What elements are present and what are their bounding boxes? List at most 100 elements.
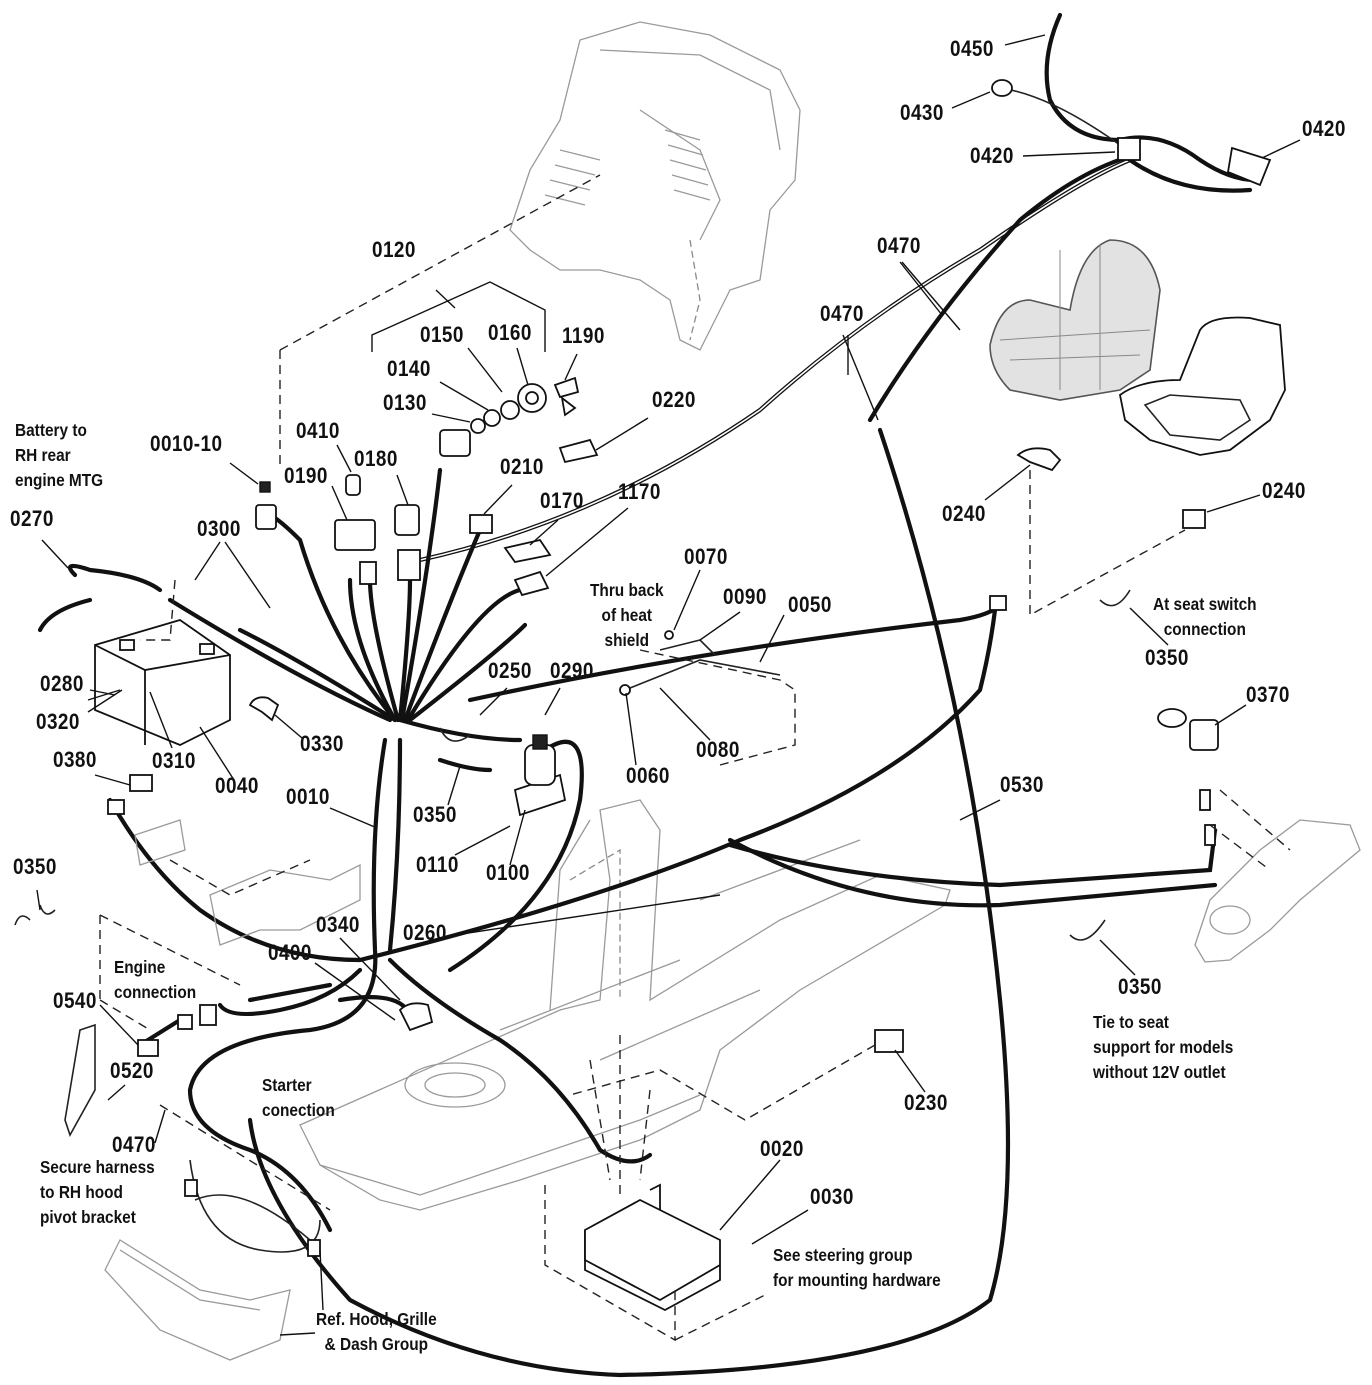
bracket-0120 [371, 281, 546, 352]
part-label-0350-d: 0350 [1118, 974, 1162, 999]
part-label-0470: 0470 [877, 233, 921, 258]
part-label-0340: 0340 [316, 912, 360, 937]
part-label-0060: 0060 [626, 763, 670, 788]
switch-0420b [1226, 146, 1272, 187]
note-heat-shield-line-3: shield [604, 630, 650, 650]
fender-pod-reference [1194, 819, 1361, 963]
switch-0210 [469, 514, 493, 534]
part-label-0430: 0430 [900, 100, 944, 125]
cover-0170 [503, 538, 552, 563]
connector-0010-10 [255, 504, 277, 530]
part-label-1190: 1190 [562, 323, 605, 348]
part-label-0350-b: 0350 [413, 802, 457, 827]
part-label-0010-10: 0010-10 [150, 431, 223, 456]
part-label-0080: 0080 [696, 737, 740, 762]
note-starter-line-2: conection [262, 1100, 335, 1120]
part-label-0250: 0250 [488, 658, 532, 683]
part-label-1170: 1170 [618, 479, 661, 504]
part-label-0180: 0180 [354, 446, 398, 471]
note-hood-grille-dash: Ref. Hood, Grille & Dash Group [316, 1307, 437, 1357]
seat-switch-0240a [1016, 447, 1062, 472]
part-label-0420: 0420 [1302, 116, 1346, 141]
note-seat-switch-line-1: At seat switch [1153, 594, 1257, 614]
part-label-0470-b: 0470 [820, 301, 864, 326]
part-label-0370: 0370 [1246, 682, 1290, 707]
headlight-plug-b [307, 1239, 321, 1257]
part-label-0300: 0300 [197, 516, 241, 541]
note-steering-group: See steering group for mounting hardware [773, 1243, 941, 1293]
part-label-0330: 0330 [300, 731, 344, 756]
switch-0420a [1117, 137, 1141, 161]
part-label-0240-b: 0240 [1262, 478, 1306, 503]
bracket-0520 [64, 1023, 96, 1137]
plug-0540 [137, 1039, 159, 1057]
note-hood-bracket: Secure harness to RH hood pivot bracket [40, 1155, 155, 1230]
part-label-0210: 0210 [500, 454, 544, 479]
cap-1170 [513, 570, 550, 597]
part-label-0400: 0400 [268, 940, 312, 965]
note-heat-shield-line-2: of heat [601, 605, 653, 625]
note-seat-support: Tie to seat support for models without 1… [1093, 1010, 1233, 1085]
note-hood-bracket-line-1: Secure harness [40, 1157, 155, 1177]
note-hood-grille-line-2: & Dash Group [324, 1334, 429, 1354]
note-battery-line-3: engine MTG [15, 470, 104, 490]
note-battery: Battery to RH rear engine MTG [15, 418, 103, 493]
part-label-0190: 0190 [284, 463, 328, 488]
tie-0350-a [439, 727, 471, 742]
note-seat-support-line-3: without 12V outlet [1093, 1062, 1226, 1082]
part-label-0140: 0140 [387, 356, 431, 381]
note-starter-line-1: Starter [262, 1075, 312, 1095]
part-label-0030: 0030 [810, 1184, 854, 1209]
switch-0190 [334, 519, 376, 551]
part-label-0540: 0540 [53, 988, 97, 1013]
part-label-0450: 0450 [950, 36, 994, 61]
components [14, 79, 1272, 1312]
connector-0190 [359, 561, 377, 585]
wiring-harness [37, 12, 1258, 1378]
headlight-plug-a [184, 1179, 198, 1197]
ignition-switch-group [439, 376, 580, 457]
tie-0350-c [1069, 919, 1106, 941]
part-label-0110: 0110 [416, 852, 459, 877]
part-label-0020: 0020 [760, 1136, 804, 1161]
part-label-0270: 0270 [10, 506, 54, 531]
reference-dashes [99, 174, 1291, 1342]
part-label-0090: 0090 [723, 584, 767, 609]
leader-lines [36, 34, 1301, 1336]
note-heat-shield: Thru back of heat shield [590, 578, 664, 653]
part-label-0410: 0410 [296, 418, 340, 443]
part-label-0120: 0120 [372, 237, 416, 262]
part-label-0130: 0130 [383, 390, 427, 415]
part-label-0040: 0040 [215, 773, 259, 798]
switch-0180 [394, 504, 420, 536]
part-label-0150: 0150 [420, 322, 464, 347]
part-label-0220: 0220 [652, 387, 696, 412]
outlet-0370 [1157, 708, 1219, 846]
note-steering-line-1: See steering group [773, 1245, 913, 1265]
part-label-0230: 0230 [904, 1090, 948, 1115]
part-label-0310: 0310 [152, 748, 196, 773]
part-label-0240: 0240 [942, 501, 986, 526]
part-label-0160: 0160 [488, 320, 532, 345]
note-hood-grille-line-1: Ref. Hood, Grille [316, 1309, 437, 1329]
note-engine-line-2: connection [114, 982, 197, 1002]
tie-0350-b [1099, 589, 1131, 607]
connector-0540 [177, 1014, 193, 1030]
note-battery-line-1: Battery to [15, 420, 87, 440]
washer-0070 [664, 630, 674, 640]
note-seat-switch-line-2: connection [1163, 619, 1246, 639]
part-label-0420-b: 0420 [970, 143, 1014, 168]
connector-0180 [397, 549, 421, 581]
dash-tower-reference [509, 21, 801, 351]
plug-0230 [874, 1029, 904, 1053]
hood-reference [104, 1239, 291, 1361]
part-label-0350-c: 0350 [13, 854, 57, 879]
part-label-0100: 0100 [486, 860, 530, 885]
battery-0040 [94, 619, 231, 746]
part-label-0530: 0530 [1000, 772, 1044, 797]
note-seat-support-line-1: Tie to seat [1093, 1012, 1169, 1032]
part-label-0260: 0260 [403, 920, 447, 945]
tie-0350-d [14, 904, 56, 926]
